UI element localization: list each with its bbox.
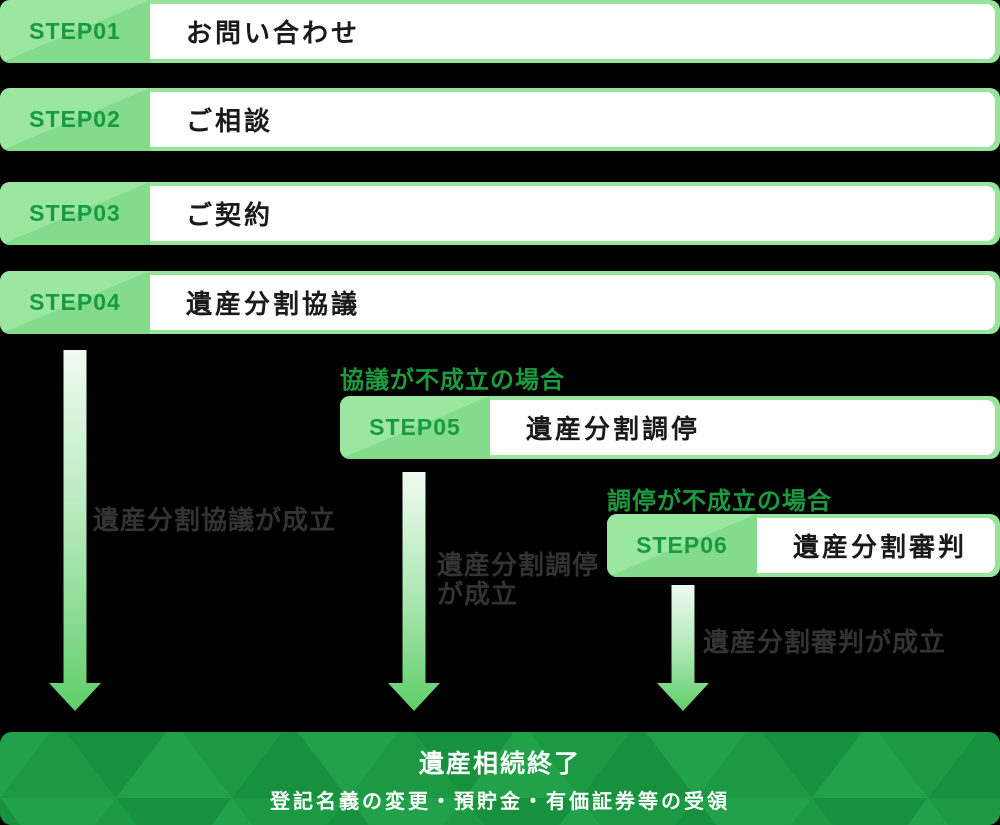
final-triangle-pattern — [0, 732, 1000, 825]
step-04-badge: STEP04 — [0, 271, 150, 334]
step-06-condition-label: 調停が不成立の場合 — [607, 488, 832, 515]
step-row-02: STEP02 ご相談 — [0, 88, 1000, 151]
step-01-title: お問い合わせ — [186, 18, 361, 48]
step-04-number: STEP04 — [29, 289, 121, 315]
step-01-content: お問い合わせ — [150, 4, 995, 59]
step-row-06: STEP06 遺産分割審判 — [607, 514, 1000, 577]
step-03-title: ご契約 — [186, 200, 274, 230]
step-01-badge: STEP01 — [0, 0, 150, 63]
step-02-title: ご相談 — [186, 106, 274, 136]
step-06-content: 遺産分割審判 — [757, 518, 995, 573]
step-02-badge: STEP02 — [0, 88, 150, 151]
arrow-result-3: 遺産分割審判が成立 — [703, 627, 947, 657]
step-05-badge: STEP05 — [340, 396, 490, 459]
arrow-result-2: 遺産分割調停が成立 — [437, 550, 600, 609]
final-title: 遺産相続終了 — [418, 749, 581, 778]
step-05-content: 遺産分割調停 — [490, 400, 995, 455]
step-02-number: STEP02 — [29, 106, 121, 132]
step-06-title: 遺産分割審判 — [793, 532, 968, 562]
final-banner-text: 遺産相続終了 登記名義の変更・預貯金・有価証券等の受領 — [0, 732, 1000, 825]
step-01-number: STEP01 — [29, 18, 121, 44]
step-05-number: STEP05 — [369, 414, 461, 440]
step-03-number: STEP03 — [29, 200, 121, 226]
arrow-result-1: 遺産分割協議が成立 — [93, 505, 337, 535]
step-row-03: STEP03 ご契約 — [0, 182, 1000, 245]
step-row-01: STEP01 お問い合わせ — [0, 0, 1000, 63]
step-row-04: STEP04 遺産分割協議 — [0, 271, 1000, 334]
step-05-title: 遺産分割調停 — [526, 414, 701, 444]
step-03-content: ご契約 — [150, 186, 995, 241]
final-subtitle: 登記名義の変更・預貯金・有価証券等の受領 — [270, 790, 730, 813]
step-04-content: 遺産分割協議 — [150, 275, 995, 330]
step-03-badge: STEP03 — [0, 182, 150, 245]
down-arrow-icon — [657, 585, 709, 711]
step-02-content: ご相談 — [150, 92, 995, 147]
step-05-condition-label: 協議が不成立の場合 — [340, 367, 565, 394]
final-completion-banner: 遺産相続終了 登記名義の変更・預貯金・有価証券等の受領 — [0, 732, 1000, 825]
step-06-badge: STEP06 — [607, 514, 757, 577]
down-arrow-icon — [388, 472, 440, 711]
step-06-number: STEP06 — [636, 532, 728, 558]
step-row-05: STEP05 遺産分割調停 — [340, 396, 1000, 459]
step-04-title: 遺産分割協議 — [186, 289, 361, 319]
